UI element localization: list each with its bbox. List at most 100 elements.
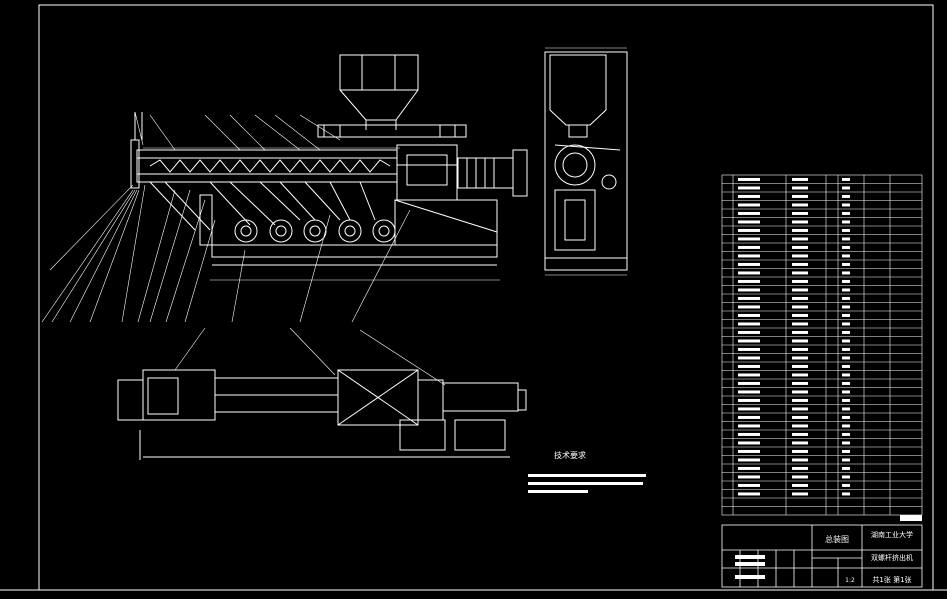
parts-cell-mark bbox=[738, 381, 760, 385]
parts-cell-mark bbox=[738, 194, 760, 198]
parts-cell-mark bbox=[842, 492, 850, 496]
top-view bbox=[117, 369, 527, 460]
parts-cell-mark bbox=[792, 313, 808, 317]
parts-cell-mark bbox=[792, 211, 808, 215]
parts-cell-mark bbox=[842, 194, 850, 198]
parts-cell-mark bbox=[738, 211, 760, 215]
parts-cell-mark bbox=[792, 407, 808, 411]
parts-cell-mark bbox=[842, 347, 850, 351]
parts-rows bbox=[722, 177, 922, 507]
parts-cell-mark bbox=[842, 305, 850, 309]
drawing-name: 双螺杆挤出机 bbox=[871, 553, 913, 562]
parts-cell-mark bbox=[738, 398, 760, 402]
parts-cell-mark bbox=[842, 313, 850, 317]
parts-cell-mark bbox=[738, 177, 760, 181]
parts-cell-mark bbox=[842, 466, 850, 470]
sheet-info: 共1张 第1张 bbox=[872, 575, 911, 584]
parts-cell-mark bbox=[738, 339, 760, 343]
parts-cell-mark bbox=[738, 407, 760, 411]
parts-cell-mark bbox=[792, 466, 808, 470]
parts-cell-mark bbox=[738, 186, 760, 190]
parts-cell-mark bbox=[842, 322, 850, 326]
parts-cell-mark bbox=[842, 381, 850, 385]
parts-cell-mark bbox=[738, 449, 760, 453]
parts-cell-mark bbox=[792, 254, 808, 258]
parts-cell-mark bbox=[738, 424, 760, 428]
parts-cell-mark bbox=[738, 483, 760, 487]
notes-heading: 技术要求 bbox=[554, 450, 586, 460]
parts-cell-mark bbox=[792, 288, 808, 292]
notes-line-2 bbox=[528, 482, 643, 485]
base-frame bbox=[199, 194, 498, 266]
parts-cell-mark bbox=[792, 203, 808, 207]
parts-cell-mark bbox=[792, 398, 808, 402]
parts-cell-mark bbox=[792, 279, 808, 283]
side-view bbox=[544, 47, 628, 276]
parts-cell-mark bbox=[792, 390, 808, 394]
parts-cell-mark bbox=[842, 339, 850, 343]
parts-cell-mark bbox=[738, 203, 760, 207]
parts-cell-mark bbox=[738, 364, 760, 368]
parts-cell-mark bbox=[792, 347, 808, 351]
parts-cell-mark bbox=[792, 449, 808, 453]
barrel bbox=[130, 112, 398, 189]
parts-cell-mark bbox=[738, 458, 760, 462]
parts-cell-mark bbox=[842, 432, 850, 436]
technical-notes: 技术要求 bbox=[528, 450, 646, 493]
notes-line-1 bbox=[528, 474, 646, 477]
parts-cell-mark bbox=[738, 432, 760, 436]
parts-cell-mark bbox=[842, 262, 850, 266]
parts-cell-mark bbox=[842, 449, 850, 453]
parts-cell-mark bbox=[792, 322, 808, 326]
parts-cell-mark bbox=[842, 237, 850, 241]
parts-cell-mark bbox=[738, 279, 760, 283]
parts-cell-mark bbox=[842, 245, 850, 249]
parts-cell-mark bbox=[792, 373, 808, 377]
parts-cell-mark bbox=[842, 424, 850, 428]
parts-cell-mark bbox=[738, 220, 760, 224]
revision-blocks bbox=[735, 555, 765, 579]
parts-cell-mark bbox=[738, 271, 760, 275]
parts-cell-mark bbox=[792, 245, 808, 249]
parts-cell-mark bbox=[792, 492, 808, 496]
parts-cell-mark bbox=[842, 373, 850, 377]
leader-lines bbox=[41, 111, 411, 323]
top-view-leaders bbox=[174, 327, 446, 386]
parts-cell-mark bbox=[792, 424, 808, 428]
school-name: 湖南工业大学 bbox=[871, 530, 913, 539]
parts-cell-mark bbox=[842, 228, 850, 232]
parts-cell-mark bbox=[842, 279, 850, 283]
parts-cell-mark bbox=[738, 492, 760, 496]
parts-cell-mark bbox=[738, 373, 760, 377]
parts-cell-mark bbox=[842, 211, 850, 215]
parts-cell-mark bbox=[842, 415, 850, 419]
parts-cell-mark bbox=[792, 237, 808, 241]
parts-cell-mark bbox=[842, 483, 850, 487]
parts-cell-mark bbox=[842, 203, 850, 207]
title-stamp bbox=[900, 515, 922, 521]
parts-cell-mark bbox=[738, 466, 760, 470]
parts-cell-mark bbox=[792, 262, 808, 266]
parts-cell-mark bbox=[792, 228, 808, 232]
parts-cell-mark bbox=[842, 288, 850, 292]
parts-cell-mark bbox=[738, 313, 760, 317]
parts-cell-mark bbox=[792, 483, 808, 487]
parts-cell-mark bbox=[792, 356, 808, 360]
parts-cell-mark bbox=[738, 330, 760, 334]
heater-units bbox=[149, 181, 396, 243]
parts-cell-mark bbox=[792, 194, 808, 198]
parts-cell-mark bbox=[792, 305, 808, 309]
motor bbox=[457, 149, 528, 197]
title-block: 总装图 湖南工业大学 双螺杆挤出机 1:2 共1张 第1张 bbox=[721, 515, 923, 588]
parts-cell-mark bbox=[792, 441, 808, 445]
parts-cell-mark bbox=[792, 271, 808, 275]
parts-cell-mark bbox=[738, 254, 760, 258]
front-view bbox=[130, 54, 528, 281]
parts-cell-mark bbox=[738, 305, 760, 309]
parts-cell-mark bbox=[792, 339, 808, 343]
parts-list-table bbox=[721, 174, 923, 516]
parts-cell-mark bbox=[842, 458, 850, 462]
parts-cell-mark bbox=[842, 390, 850, 394]
parts-cell-mark bbox=[792, 475, 808, 479]
parts-cell-mark bbox=[792, 330, 808, 334]
